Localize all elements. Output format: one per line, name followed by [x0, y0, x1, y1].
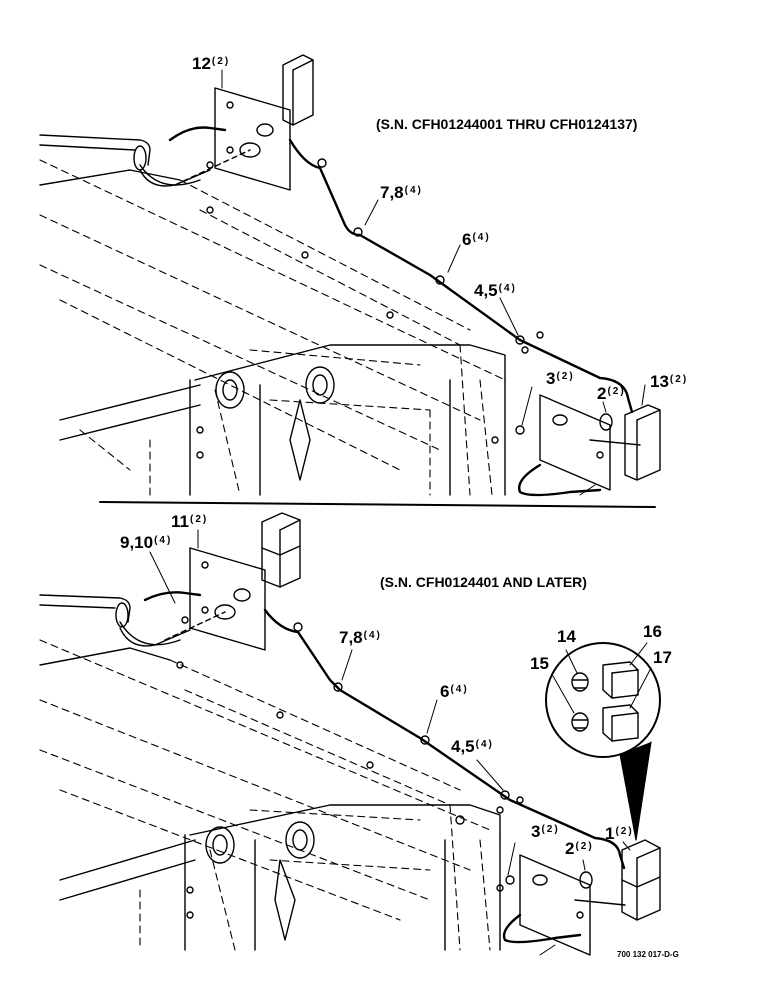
callout-15: 15 [530, 654, 549, 673]
callout-4-5-bottom-qty: (4) [475, 739, 494, 750]
callout-12-qty: (2) [211, 56, 231, 67]
bottom-fasteners [176, 616, 524, 892]
bottom-mounting-plate-1 [519, 854, 626, 956]
callout-13-number: 13 [650, 372, 669, 391]
callout-2-top-number: 2 [597, 384, 607, 403]
callout-3-top-qty: (2) [556, 371, 575, 382]
top-mounting-plate-13 [539, 394, 641, 496]
bottom-serial-range: (S.N. CFH0124401 AND LATER) [380, 574, 587, 590]
callout-16: 16 [643, 622, 662, 641]
callout-12: 12(2) [192, 55, 230, 72]
callout-3-bottom: 3(2) [531, 823, 560, 840]
drawing-number: 700 132 017-D-G [617, 950, 679, 959]
callout-9-10-number: 9,10 [120, 533, 154, 552]
bottom-frame-hidden-lines [39, 639, 491, 951]
callout-2-bottom-qty: (2) [575, 841, 594, 852]
top-frame-structure [39, 169, 506, 496]
callout-2-top-qty: (2) [607, 386, 626, 397]
top-lamp-13 [624, 404, 661, 481]
callout-1: 1(2) [605, 825, 634, 842]
bottom-grommet-2 [579, 871, 593, 889]
callout-7-8-bottom-number: 7,8 [339, 628, 363, 647]
top-view-drawing [39, 54, 661, 497]
callout-7-8-bottom-qty: (4) [363, 630, 382, 641]
callout-2-bottom: 2(2) [565, 840, 594, 857]
callout-4-5-bottom: 4,5(4) [451, 738, 494, 755]
callout-2-top: 2(2) [597, 385, 626, 402]
top-left-hose-grommet [39, 134, 211, 187]
callout-3-top: 3(2) [546, 370, 575, 387]
top-leader-lines [221, 69, 646, 426]
bulb-15-icon [571, 712, 589, 732]
bottom-mounting-plate-11 [164, 547, 266, 651]
bottom-view-drawing [39, 512, 661, 956]
callout-3-bottom-number: 3 [531, 822, 541, 841]
view-separator [99, 501, 656, 508]
bottom-lamp-11 [261, 512, 301, 588]
bottom-frame-structure [39, 647, 501, 951]
lamp-detail-inset [545, 642, 661, 841]
callout-6-top-qty: (4) [472, 232, 491, 243]
callout-12-number: 12 [192, 54, 211, 73]
callout-9-10-qty: (4) [154, 535, 173, 546]
top-frame-hidden-lines [39, 159, 506, 496]
callout-11-number: 11 [171, 512, 189, 531]
callout-14: 14 [557, 627, 576, 646]
callout-6-top-number: 6 [462, 230, 472, 249]
lens-16-icon [602, 661, 639, 699]
bottom-leader-lines [149, 529, 631, 876]
detail-leader-lines [552, 642, 652, 714]
bottom-harness-wire [143, 591, 626, 870]
top-serial-range: (S.N. CFH01244001 THRU CFH0124137) [376, 116, 638, 132]
callout-3-bottom-qty: (2) [541, 824, 560, 835]
callout-4-5-top: 4,5(4) [474, 282, 517, 299]
callout-1-number: 1 [605, 824, 615, 843]
top-lower-lead-wire [518, 463, 602, 497]
top-fasteners [206, 158, 544, 435]
callout-7-8-top-number: 7,8 [380, 183, 404, 202]
bottom-lamp-1 [621, 839, 661, 921]
callout-4-5-top-number: 4,5 [474, 281, 498, 300]
callout-17: 17 [653, 648, 672, 667]
lens-17-icon [602, 704, 639, 742]
callout-11-qty: (2) [189, 514, 209, 525]
callout-9-10: 9,10(4) [120, 534, 172, 551]
callout-6-bottom-number: 6 [440, 682, 450, 701]
callout-4-5-top-qty: (4) [498, 283, 517, 294]
callout-11: 11(2) [171, 513, 208, 530]
top-grommet-2 [599, 413, 613, 431]
bulb-14-icon [571, 672, 589, 692]
callout-6-bottom-qty: (4) [450, 684, 469, 695]
callout-6-bottom: 6(4) [440, 683, 469, 700]
top-mounting-plate-12 [174, 87, 291, 191]
callout-3-top-number: 3 [546, 369, 556, 388]
bottom-lower-lead-wire [502, 913, 582, 944]
callout-7-8-top: 7,8(4) [380, 184, 423, 201]
callout-7-8-top-qty: (4) [404, 185, 423, 196]
callout-4-5-bottom-number: 4,5 [451, 737, 475, 756]
callout-6-top: 6(4) [462, 231, 491, 248]
top-lamp-12 [282, 54, 314, 126]
callout-2-bottom-number: 2 [565, 839, 575, 858]
callout-7-8-bottom: 7,8(4) [339, 629, 382, 646]
callout-13-qty: (2) [669, 374, 689, 385]
bottom-left-hose-grommet [39, 594, 191, 647]
callout-13: 13(2) [650, 373, 688, 390]
callout-1-qty: (2) [615, 826, 634, 837]
